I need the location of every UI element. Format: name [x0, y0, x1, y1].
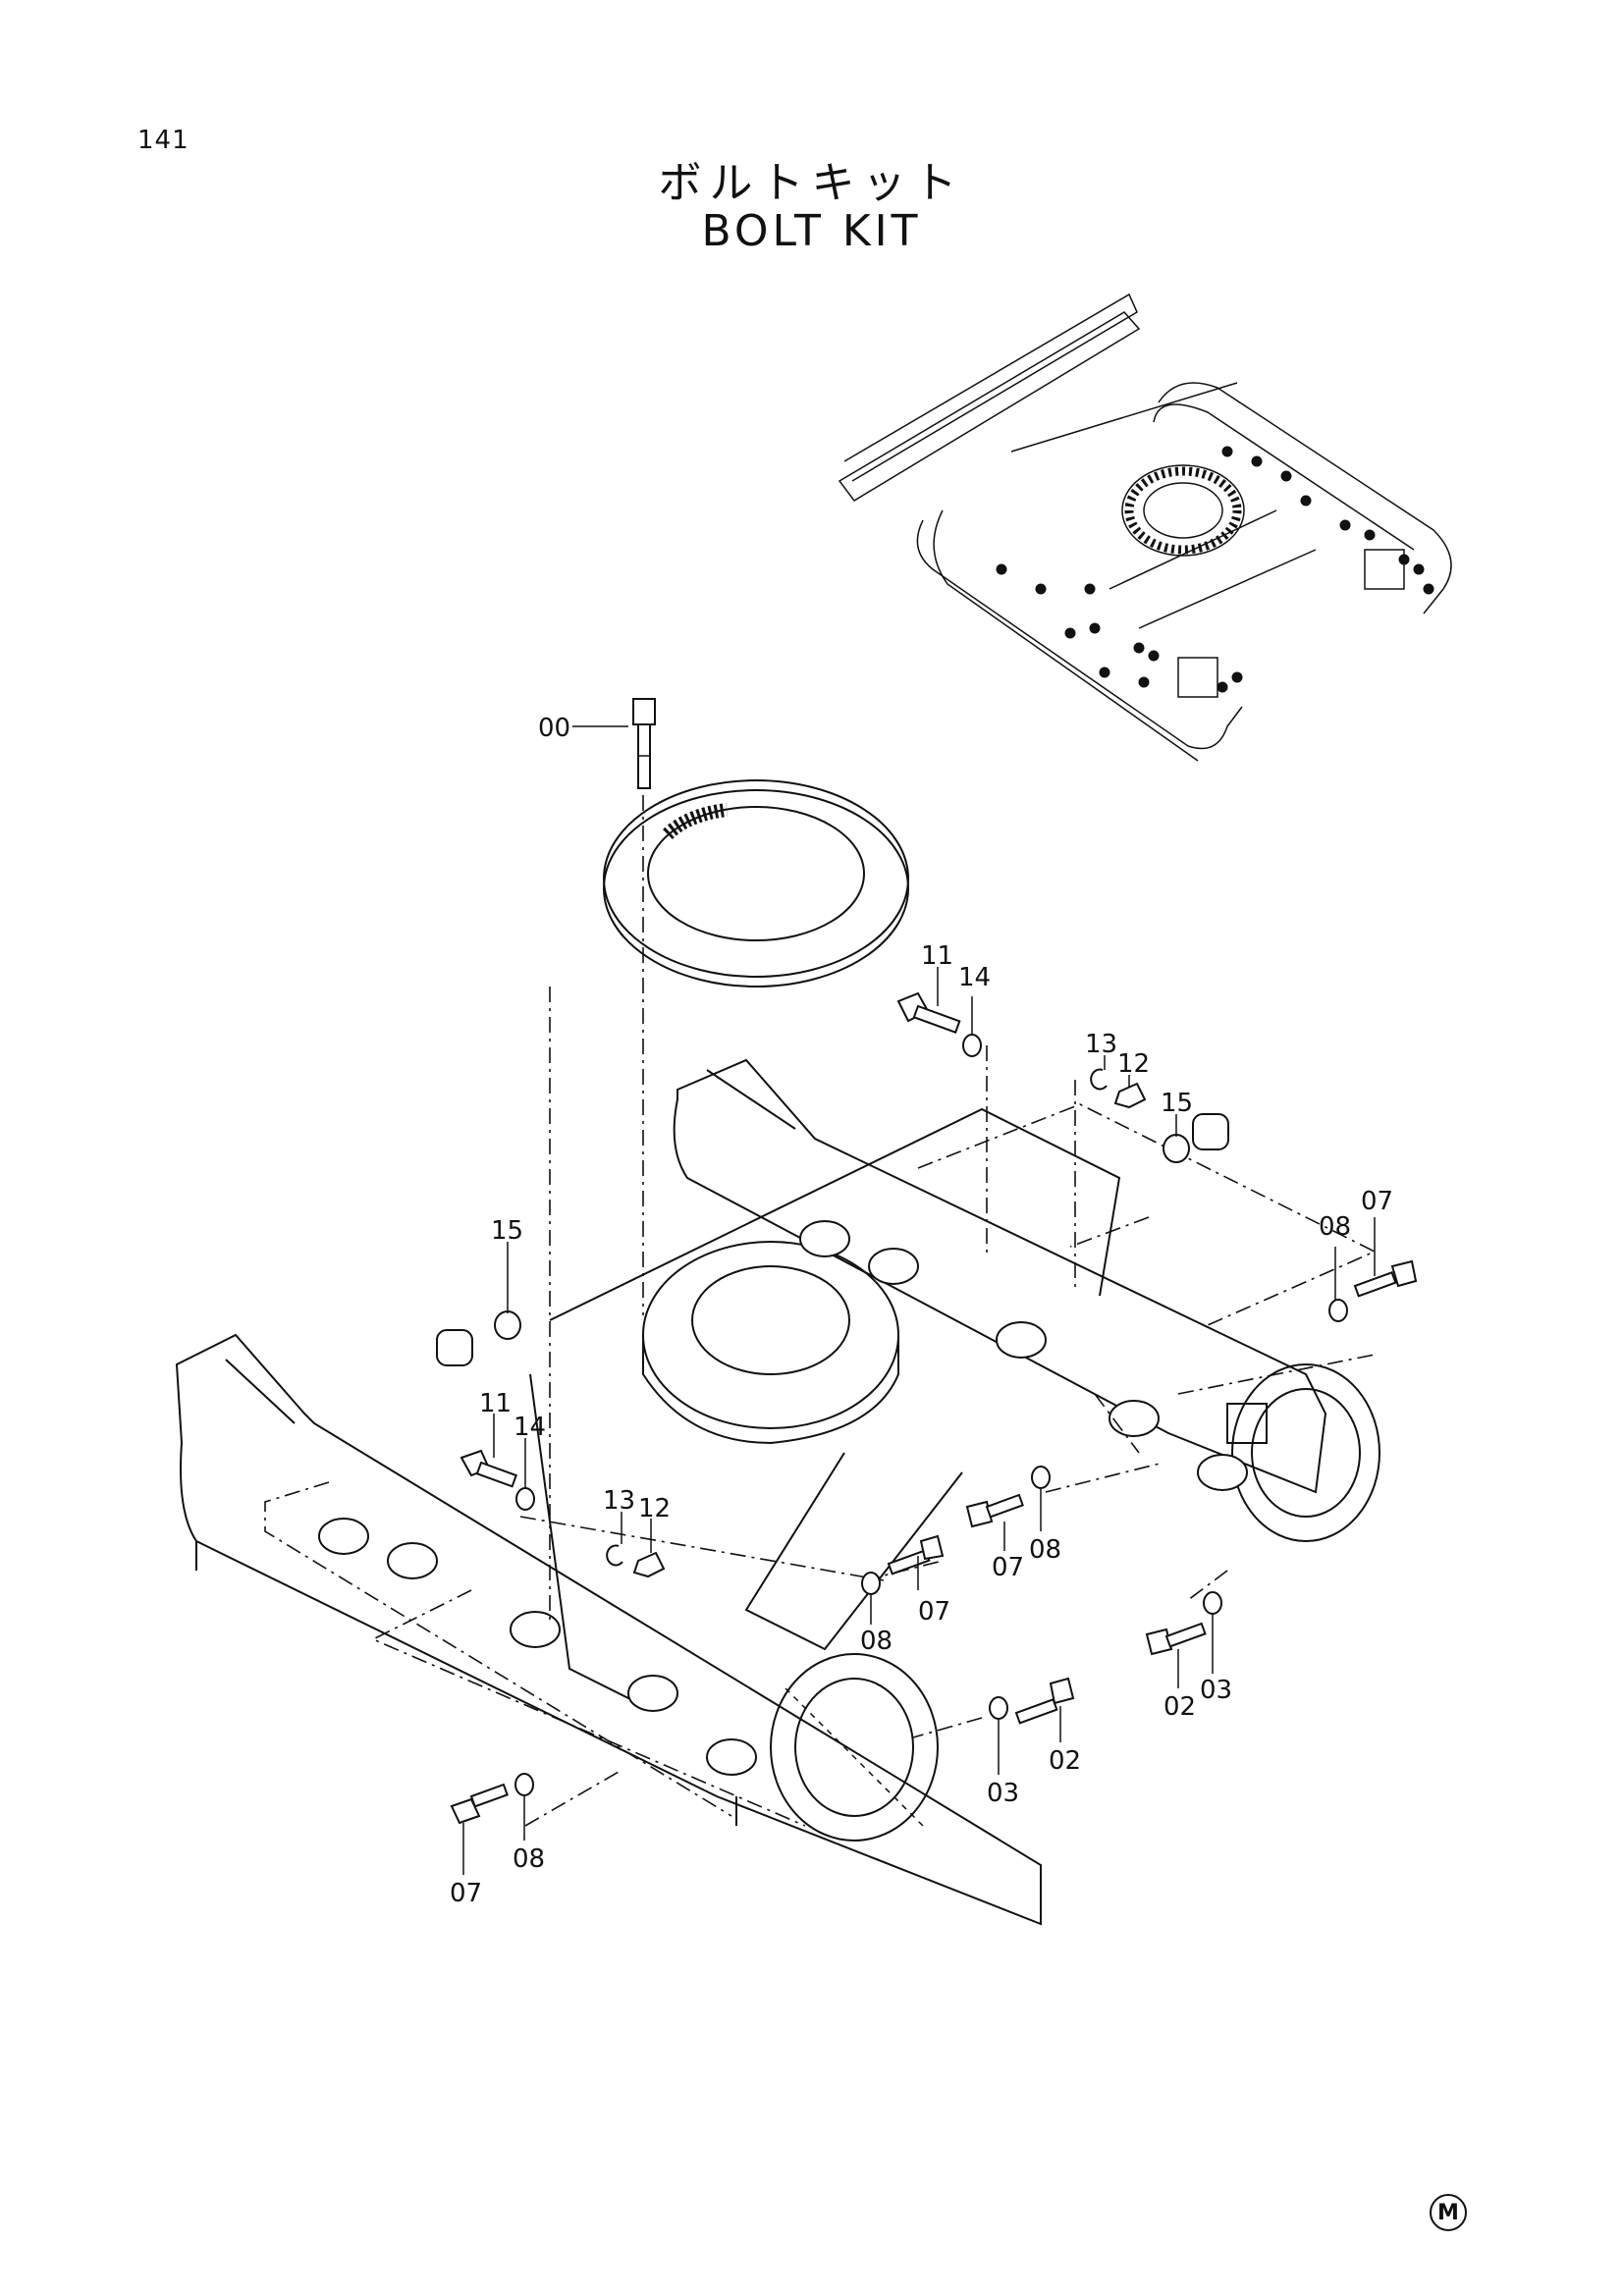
bolt-02-front: [1014, 1677, 1075, 1725]
bolt-07-front-left: [450, 1783, 509, 1825]
overview-inset: [838, 293, 1452, 762]
washer-08-center: [1031, 1466, 1051, 1489]
callout-15: 15: [491, 1216, 523, 1246]
callout-03: 03: [1200, 1676, 1232, 1705]
callout-leaders: [462, 725, 1376, 1875]
bolt-11-left: [460, 1449, 517, 1488]
callout-12: 12: [638, 1494, 671, 1523]
title-japanese: ボルトキット: [658, 158, 965, 208]
bushing-15-upper: [1163, 1134, 1190, 1163]
callout-02: 02: [1163, 1692, 1196, 1722]
callout-03: 03: [987, 1779, 1019, 1808]
bolt-07-right: [1353, 1259, 1418, 1298]
callout-07: 07: [450, 1879, 482, 1908]
washer-08-front-left: [514, 1773, 534, 1796]
bolt-11-upper: [896, 991, 961, 1034]
washer-03-right: [1203, 1591, 1222, 1615]
nut-12-upper: [1113, 1082, 1147, 1109]
title-english: BOLT KIT: [701, 206, 922, 256]
washer-14-left: [515, 1487, 535, 1511]
pin-upper: [1192, 1113, 1229, 1150]
maker-mark-icon: M: [1430, 2194, 1467, 2231]
callout-08: 08: [860, 1627, 893, 1656]
callout-13: 13: [1085, 1030, 1117, 1059]
hardware-parts: [436, 698, 1418, 1825]
callout-12: 12: [1117, 1049, 1150, 1079]
sprocket-front-left: [770, 1653, 939, 1842]
page-number: 141: [137, 126, 189, 155]
track-rollers: [318, 1220, 1248, 1776]
callout-02: 02: [1049, 1746, 1081, 1776]
washer-03-front: [989, 1696, 1008, 1720]
bushing-15-left: [494, 1310, 521, 1340]
washer-14-upper: [962, 1034, 982, 1057]
callout-14: 14: [958, 963, 991, 992]
lockwasher-13-upper: [1090, 1068, 1108, 1091]
sprocket-rear-right: [1226, 1363, 1380, 1542]
bolt-07-center: [965, 1493, 1024, 1528]
callout-11: 11: [921, 941, 953, 971]
callout-08: 08: [1319, 1212, 1351, 1242]
callout-08: 08: [513, 1844, 545, 1874]
bolt-07-lower-center: [887, 1534, 945, 1575]
callout-15: 15: [1161, 1089, 1193, 1118]
callout-14: 14: [514, 1413, 546, 1442]
washer-08-right: [1328, 1299, 1348, 1322]
lockwasher-13-left: [606, 1544, 623, 1567]
callout-08: 08: [1029, 1535, 1061, 1565]
callout-07: 07: [918, 1597, 950, 1627]
callout-13: 13: [603, 1486, 635, 1516]
bolt-00: [632, 698, 656, 789]
undercarriage-frame: [175, 779, 1380, 1926]
nut-12-left: [632, 1551, 666, 1578]
pin-left: [436, 1329, 473, 1366]
callout-07: 07: [1361, 1187, 1393, 1216]
washer-08-lower-center: [861, 1572, 881, 1595]
callout-labels: 00 11 14 13 12 15 08 07 15 11 14 13 12 0…: [450, 714, 1393, 1908]
bolt-02-right: [1145, 1622, 1207, 1656]
maker-mark-letter: M: [1437, 2200, 1459, 2225]
callout-11: 11: [479, 1389, 512, 1418]
callout-00: 00: [538, 714, 570, 743]
callout-07: 07: [992, 1553, 1024, 1582]
